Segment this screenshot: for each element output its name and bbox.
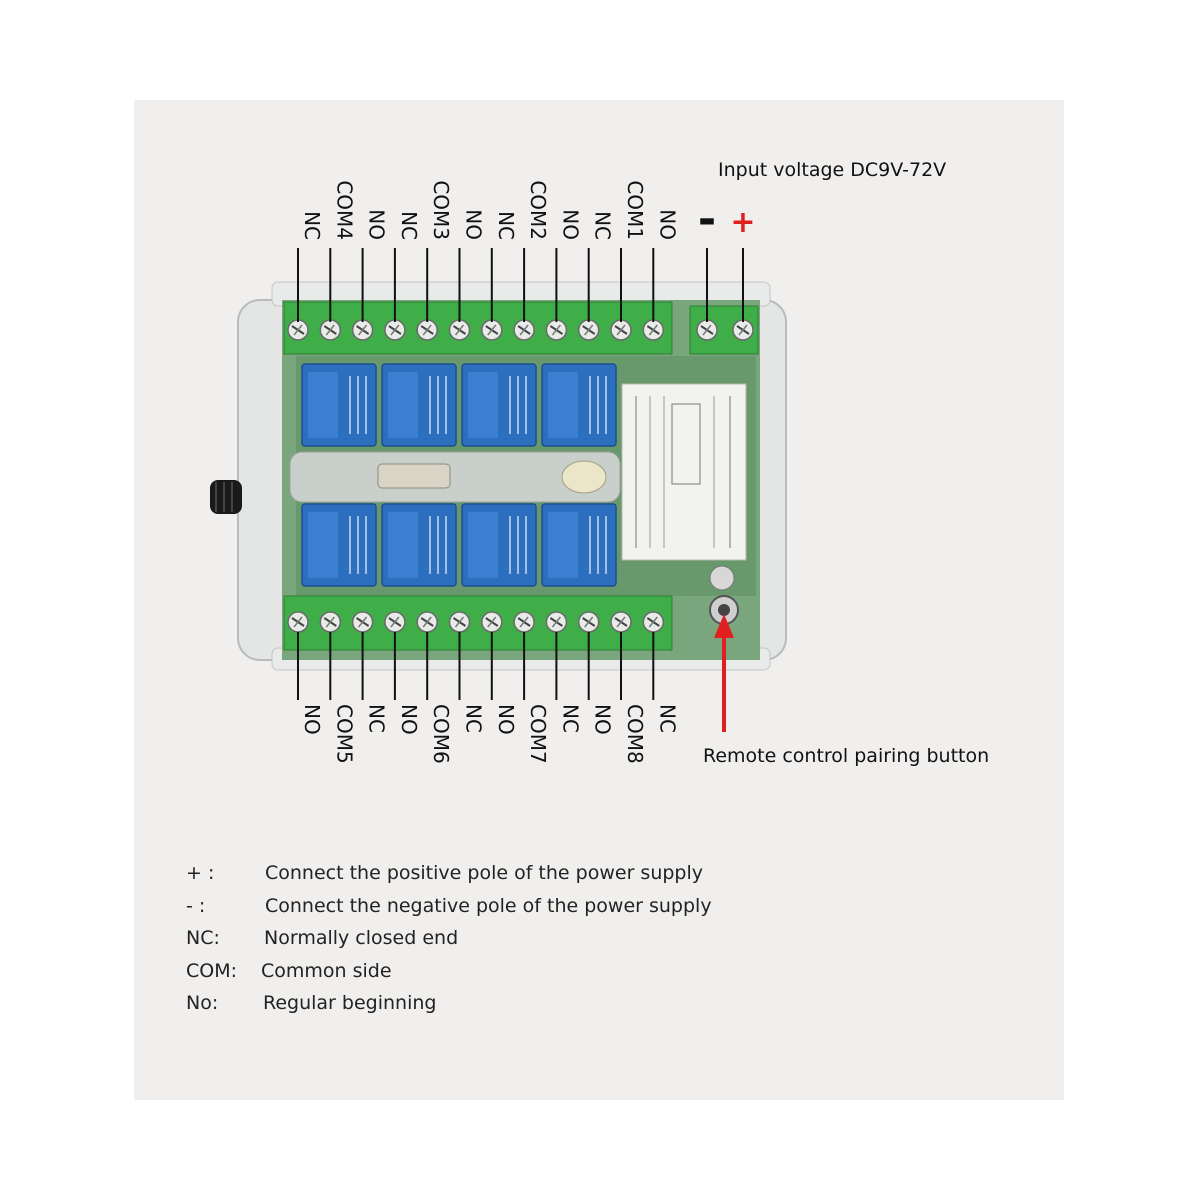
relay [381, 363, 457, 447]
bottom-terminal-screw [351, 611, 374, 633]
bottom-pin-label: NO [300, 704, 324, 735]
top-pin-label: NO [462, 209, 486, 240]
bottom-terminal-screw [448, 611, 471, 633]
top-terminal-screw [416, 319, 438, 341]
legend-key: + : [186, 862, 215, 884]
top-terminal-screw [481, 319, 503, 341]
top-screws [287, 319, 665, 341]
top-terminal-strip [283, 301, 673, 355]
spec-label [621, 383, 747, 561]
top-pin-label: NO [655, 209, 679, 240]
legend-description: Connect the negative pole of the power s… [265, 894, 712, 917]
top-terminal-screw [577, 319, 600, 341]
bottom-pin-label: NO [591, 704, 615, 735]
bottom-terminal-screw [610, 611, 632, 633]
bottom-pin-label: COM5 [332, 704, 356, 764]
indicator-led [561, 460, 607, 494]
top-pin-label: NO [365, 209, 389, 240]
legend-key: - : [186, 894, 206, 917]
legend-description: Common side [261, 959, 392, 982]
fuse-strip [289, 451, 621, 503]
pairing-arrow [714, 614, 734, 732]
bottom-terminal-screw [577, 611, 600, 633]
relay [541, 503, 617, 587]
top-terminal-screw [287, 319, 309, 341]
bottom-terminal-screw [513, 611, 535, 633]
bottom-terminal-screw [416, 611, 438, 633]
relay [461, 503, 537, 587]
top-pin-label: NC [494, 211, 518, 240]
bottom-pin-label: COM6 [429, 704, 453, 764]
bottom-terminal-screw [642, 611, 665, 633]
power-minus-screw [696, 319, 718, 341]
top-pin-label: NC [300, 211, 324, 240]
input-voltage-label: Input voltage DC9V-72V [718, 159, 946, 181]
bottom-terminal-screw [545, 611, 568, 633]
bottom-terminal-screw [481, 611, 503, 633]
top-pin-label: COM1 [623, 180, 647, 240]
top-terminal-screw [642, 319, 665, 341]
top-terminal-screw [351, 319, 374, 341]
bottom-wires [297, 632, 655, 700]
relay [301, 363, 377, 447]
pairing-button-label: Remote control pairing button [703, 745, 989, 767]
legend-description: Connect the positive pole of the power s… [265, 862, 704, 884]
top-terminal-screw [319, 319, 342, 341]
bottom-pin-label: NC [558, 704, 582, 733]
bottom-pin-label: NC [462, 704, 486, 733]
legend-key: COM: [186, 959, 238, 982]
top-terminal-screw [384, 319, 406, 341]
bottom-pin-label: NC [365, 704, 389, 733]
top-terminal-screw [610, 319, 632, 341]
power-plus-sign: + [730, 205, 755, 240]
power-screws [696, 319, 754, 341]
bottom-pin-labels: NO COM5 NC NO COM6 NC NO COM7 NC NO COM8 NC [300, 704, 679, 764]
bottom-pin-label: NC [655, 704, 679, 733]
top-terminal-screw [448, 319, 471, 341]
top-pin-labels: NC COM4 NO NC COM3 NO NC COM2 NO NC COM1 NO [300, 180, 679, 240]
top-terminal-screw [513, 319, 535, 341]
top-pin-label: COM2 [526, 180, 550, 240]
relay [461, 363, 537, 447]
top-wires [297, 248, 655, 322]
legend-description: Normally closed end [264, 927, 459, 949]
legend-description: Regular beginning [263, 992, 437, 1014]
top-pin-label: NO [558, 209, 582, 240]
power-minus-sign: - [698, 194, 716, 245]
relay [301, 503, 377, 587]
relays [301, 363, 617, 587]
top-terminal-screw [545, 319, 568, 341]
relay [381, 503, 457, 587]
power-plus-screw [732, 319, 754, 341]
top-pin-label: NC [397, 211, 421, 240]
legend-key: NC: [186, 927, 220, 949]
top-pin-label: COM3 [429, 180, 453, 240]
bottom-terminal-screw [384, 611, 406, 633]
bottom-pin-label: NO [494, 704, 518, 735]
bottom-pin-label: COM8 [623, 704, 647, 764]
top-pin-label: NC [591, 211, 615, 240]
bottom-pin-label: COM7 [526, 704, 550, 764]
bottom-terminal-strip [283, 595, 673, 651]
legend-key: No: [186, 992, 219, 1014]
antenna-coil [210, 480, 242, 514]
top-pin-label: COM4 [332, 180, 356, 240]
bottom-terminal-screw [287, 611, 309, 633]
relay [541, 363, 617, 447]
bottom-pin-label: NO [397, 704, 421, 735]
fuse [377, 463, 451, 489]
bottom-terminal-screw [319, 611, 342, 633]
